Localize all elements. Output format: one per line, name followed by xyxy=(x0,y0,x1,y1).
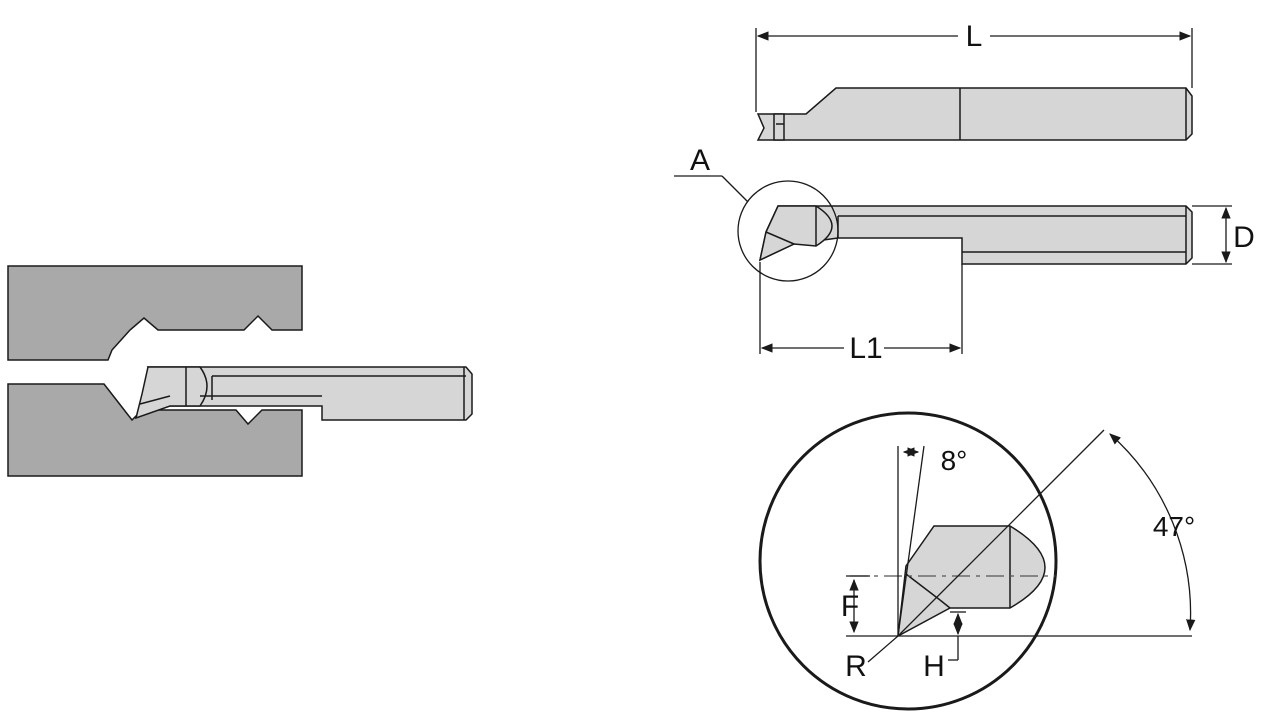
label-f: F xyxy=(841,590,859,623)
workpiece-section xyxy=(7,265,303,477)
detail-dimensions xyxy=(846,429,1196,663)
top-view xyxy=(758,205,1193,265)
boring-tool-inserted xyxy=(134,366,473,421)
dimension-d xyxy=(1192,205,1232,265)
label-8-degree: 8° xyxy=(941,445,968,476)
leader-a xyxy=(674,175,749,203)
dimension-l xyxy=(755,28,1193,112)
workpiece-upper xyxy=(7,265,303,361)
label-h: H xyxy=(923,650,945,683)
detail-a-circle xyxy=(737,180,839,282)
detail-view-content xyxy=(850,525,1056,638)
side-view xyxy=(756,87,1193,141)
label-a: A xyxy=(690,144,710,177)
dimension-l1 xyxy=(759,262,963,354)
side-view-body xyxy=(756,87,1193,141)
workpiece-lower xyxy=(7,383,303,477)
label-47-degree: 47° xyxy=(1153,511,1195,542)
inserted-tool-tip xyxy=(134,366,208,420)
top-view-tip xyxy=(758,205,833,262)
label-r: R xyxy=(845,650,867,683)
label-l1: L1 xyxy=(849,332,882,365)
detail-tool-body xyxy=(897,525,1046,638)
label-l: L xyxy=(966,20,983,53)
label-d: D xyxy=(1233,221,1255,254)
